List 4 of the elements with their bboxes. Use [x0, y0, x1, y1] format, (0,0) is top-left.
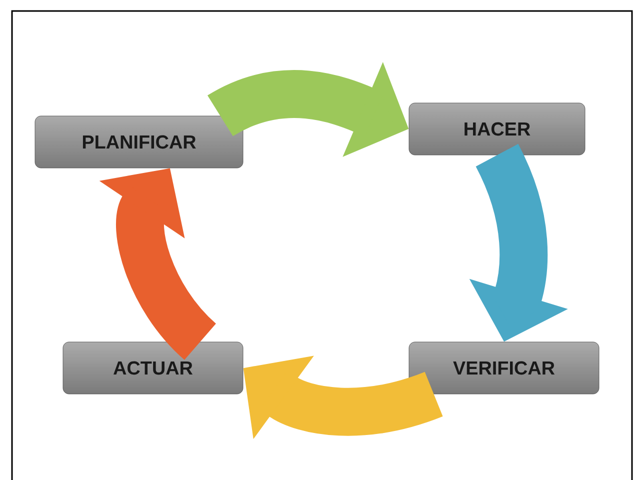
label-box: ACTUAR	[62, 342, 244, 394]
label-box: VERIFICAR	[408, 342, 600, 394]
label-box: HACER	[408, 102, 586, 156]
label-box: PLANIFICAR	[34, 116, 244, 168]
